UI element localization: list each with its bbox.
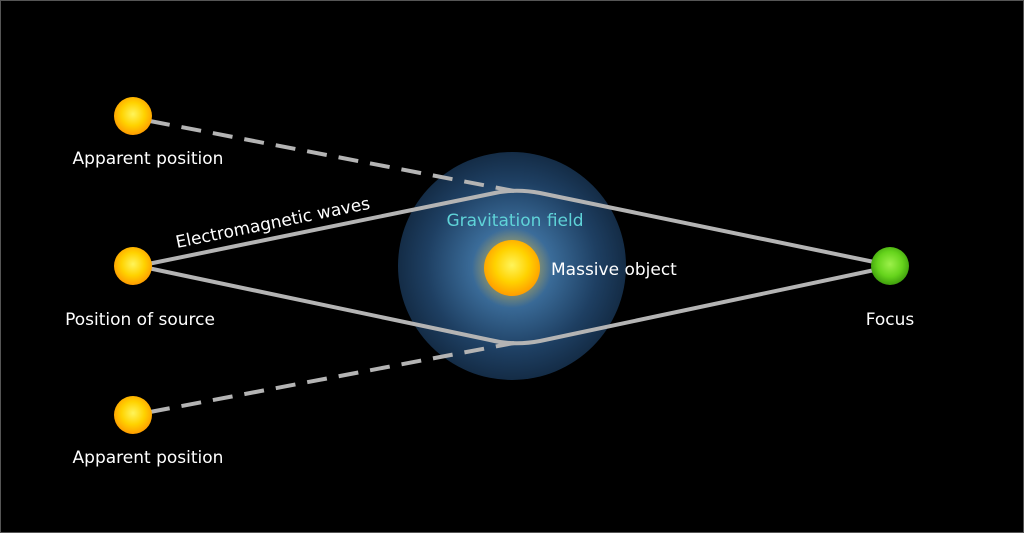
light-path-bottom (147, 266, 885, 346)
apparent-star-bottom (114, 396, 152, 434)
source-star (114, 247, 152, 285)
source-position-label: Position of source (65, 310, 215, 330)
apparent-star-top (114, 97, 152, 135)
focus-point (871, 247, 909, 285)
massive-object-label: Massive object (551, 260, 677, 280)
apparent-position-bottom-label: Apparent position (73, 448, 224, 468)
light-path-top (147, 188, 885, 266)
massive-object (484, 240, 540, 296)
apparent-position-top-label: Apparent position (73, 149, 224, 169)
gravitation-field-label: Gravitation field (446, 211, 583, 231)
focus-label: Focus (866, 310, 915, 330)
